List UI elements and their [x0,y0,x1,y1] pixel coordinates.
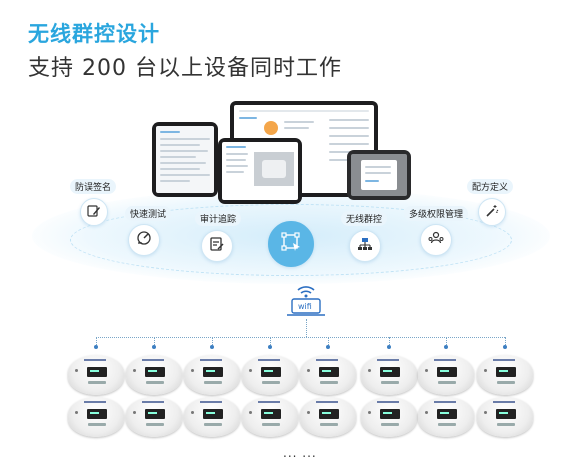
controller-device [68,397,124,437]
feature-permissions [420,224,452,256]
feature-group-select [268,221,314,267]
controller-device [477,397,533,437]
controller-device [242,397,298,437]
platform-ring [70,204,512,276]
magic-wand-icon [485,203,499,222]
drop-line [505,337,506,347]
drop-dot [152,345,156,349]
feature-network [349,230,381,262]
feature-label-permissions: 多级权限管理 [404,206,469,221]
feature-label-recipe: 配方定义 [467,179,514,194]
drop-dot [210,345,214,349]
controller-device [418,355,474,395]
group-select-icon [280,231,302,257]
drop-dot [268,345,272,349]
controller-device [361,397,417,437]
drop-line [446,337,447,347]
tablet-left-screen [152,122,218,197]
controller-device [184,355,240,395]
page-subtitle: 支持 200 台以上设备同时工作 [28,56,342,81]
feature-label-fast-test: 快速测试 [125,206,172,221]
wifi-laptop-icon [284,286,328,322]
tablet-center-screen [218,138,302,204]
controller-device [126,355,182,395]
controller-device [477,355,533,395]
drop-dot [387,345,391,349]
drop-line [328,337,329,347]
wifi-label: wifi [298,302,312,311]
drop-line [270,337,271,347]
drop-line [389,337,390,347]
feature-label-wireless-control: 无线群控 [341,211,388,226]
tablet-right-screen [347,150,411,200]
drop-line [96,337,97,347]
bus-line [96,337,505,338]
wifi-hub: wifi [284,282,328,318]
controller-device [242,355,298,395]
drop-dot [326,345,330,349]
controller-device [361,355,417,395]
network-hierarchy-icon [357,236,373,256]
controller-device [300,355,356,395]
feature-speed-gauge [128,224,160,256]
controller-device [126,397,182,437]
drop-dot [503,345,507,349]
controller-device [68,355,124,395]
controller-device [418,397,474,437]
controller-device [300,397,356,437]
feature-label-signature: 防误签名 [70,179,117,194]
users-permission-icon [428,230,444,250]
page-title: 无线群控设计 [28,22,160,46]
feature-magic-wand [478,198,506,226]
document-edit-icon [209,236,225,256]
drop-dot [444,345,448,349]
hub-connector [306,319,307,337]
drop-line [154,337,155,347]
controller-device [184,397,240,437]
more-devices-indicator: ... ... [283,446,317,460]
feature-pen-edit [80,198,108,226]
feature-label-audit: 审计追踪 [195,211,242,226]
feature-document-edit [201,230,233,262]
pen-edit-icon [87,203,101,222]
speed-gauge-icon [136,230,152,250]
drop-line [212,337,213,347]
drop-dot [94,345,98,349]
